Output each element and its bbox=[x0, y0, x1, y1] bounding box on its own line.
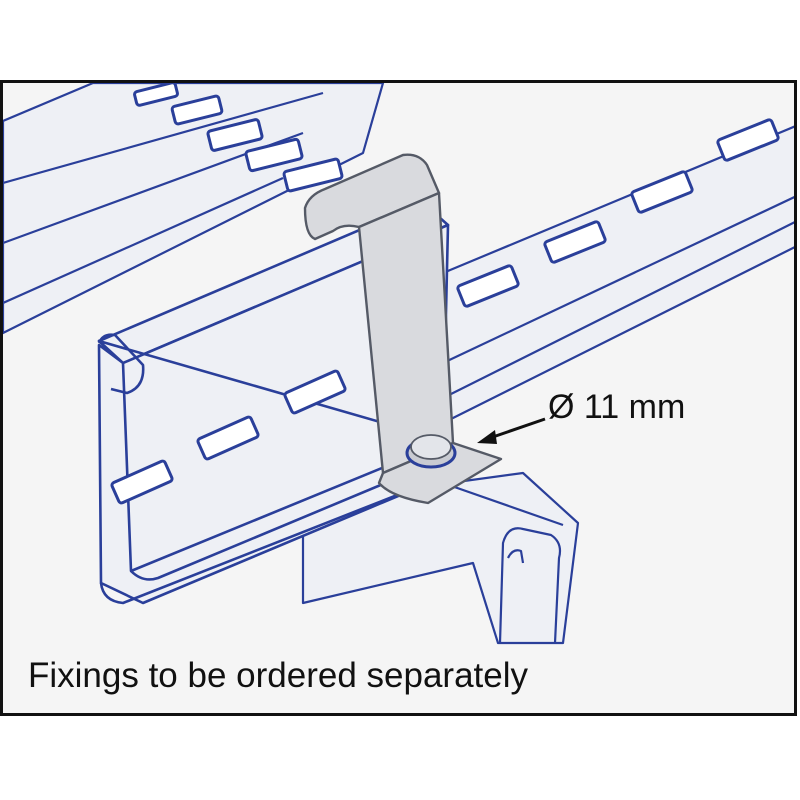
hole-diameter-label: Ø 11 mm bbox=[548, 388, 686, 426]
right-channel-slots bbox=[456, 118, 780, 308]
front-channel-slots bbox=[110, 369, 347, 505]
fixings-caption: Fixings to be ordered separately bbox=[28, 656, 528, 695]
diagram-panel bbox=[0, 80, 797, 716]
bracket bbox=[303, 153, 503, 505]
dimension-arrow bbox=[477, 417, 546, 444]
rear-channel-slots bbox=[133, 83, 344, 193]
lower-channel bbox=[301, 471, 580, 645]
fixing-hole bbox=[405, 434, 457, 469]
bracket-assembly-drawing bbox=[3, 83, 794, 645]
